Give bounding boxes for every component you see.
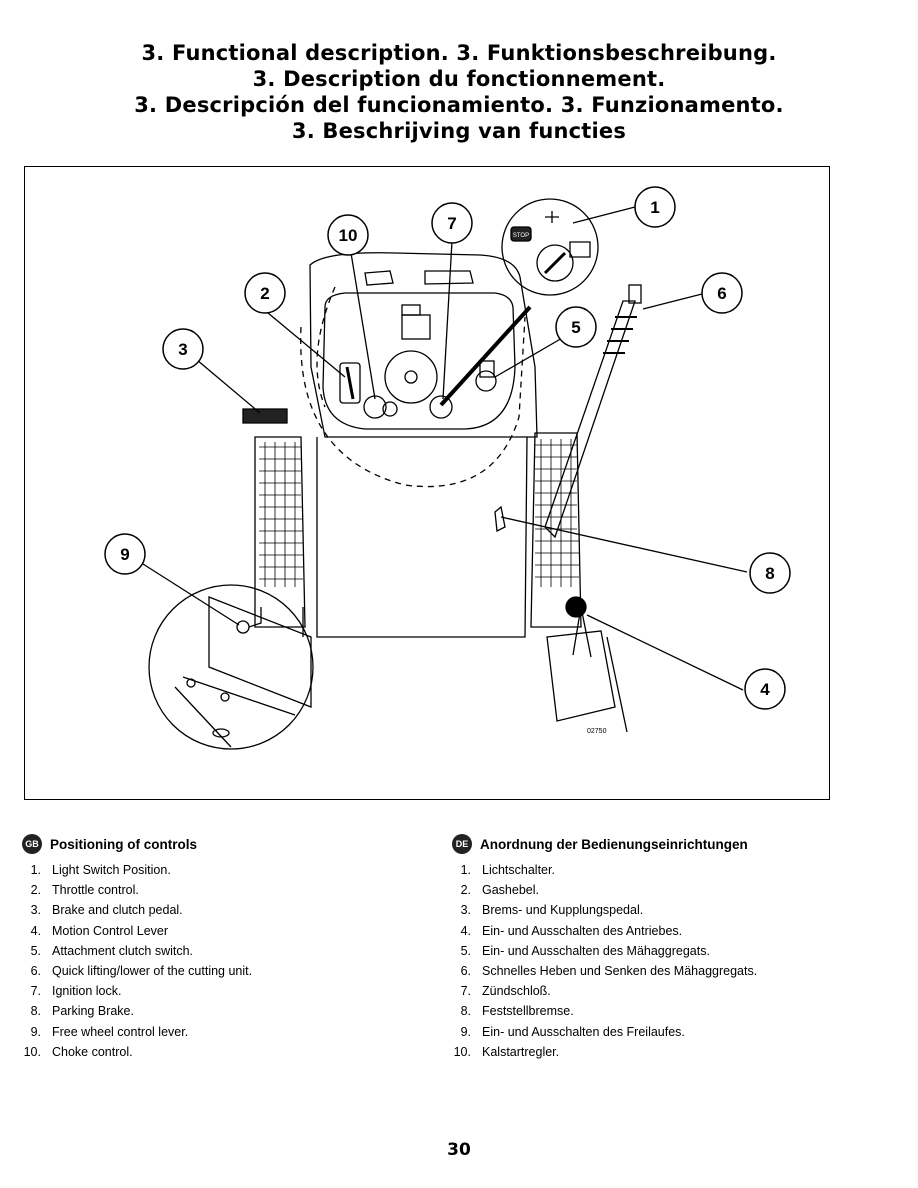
list-item: 2. Throttle control.: [22, 880, 422, 900]
list-item: 4. Ein- und Ausschalten des Antriebes.: [452, 921, 852, 941]
freewheel-knob: [236, 620, 250, 634]
item-number: 1.: [460, 863, 471, 877]
item-text: Ignition lock.: [52, 984, 122, 999]
list-item: 8. Feststellbremse.: [452, 1001, 852, 1021]
item-number: 1.: [30, 863, 41, 877]
item-text: Light Switch Position.: [52, 863, 171, 877]
section-heading: Positioning of controls: [50, 836, 197, 852]
seat: [316, 436, 528, 638]
list-item: 10. Choke control.: [22, 1042, 422, 1062]
item-number: 2.: [30, 883, 41, 898]
list-item: 3. Brake and clutch pedal.: [22, 900, 422, 920]
controls-illustration: STOP 1 2 3 4 5: [24, 166, 830, 800]
list-item: 1. Light Switch Position.: [22, 860, 422, 880]
item-number: 8.: [30, 1004, 41, 1019]
list-item: 7. Zündschloß.: [452, 981, 852, 1001]
dashed-highlight: [300, 316, 526, 488]
item-text: Parking Brake.: [52, 1004, 134, 1019]
figure-code: 02750: [587, 728, 607, 735]
item-number: 3.: [30, 903, 41, 918]
title-line-4: 3. Beschrijving van functies: [291, 119, 627, 143]
item-number: 9.: [460, 1024, 471, 1039]
gb-flag-icon: GB: [22, 834, 42, 854]
controls-list-gb: 1. Light Switch Position. 2. Throttle contr…: [22, 860, 422, 1062]
page-number: 30: [447, 1140, 471, 1160]
item-text: Ein- und Ausschalten des Antriebes.: [482, 923, 683, 938]
list-item: 8. Parking Brake.: [22, 1001, 422, 1021]
callout-circles: [104, 186, 791, 710]
freewheel-zoom: [148, 584, 314, 750]
item-text: Feststellbremse.: [482, 1004, 574, 1019]
motion-control-lever: [546, 630, 616, 722]
title-line-3: 3. Descripción del funcionamiento. 3. Fu…: [134, 93, 784, 117]
title-line-1: 3. Functional description. 3. Funktionsb…: [141, 41, 777, 65]
item-text: Ein- und Ausschalten des Mähaggregats.: [482, 943, 710, 958]
list-item: 10. Kalstartregler.: [452, 1042, 852, 1062]
ignition-zoom: [501, 198, 599, 296]
de-flag-icon: DE: [452, 834, 472, 854]
item-number: 8.: [460, 1004, 471, 1019]
lift-lever: [544, 300, 636, 539]
callout-3: 3: [178, 340, 187, 359]
list-item: 9. Ein- und Ausschalten des Freilaufes.: [452, 1022, 852, 1042]
list-item: 2. Gashebel.: [452, 880, 852, 900]
item-number: 5.: [460, 943, 471, 958]
list-item: 1. Lichtschalter.: [452, 860, 852, 880]
callout-8: 8: [765, 564, 774, 583]
dashboard-outline: [309, 252, 538, 438]
list-item: 9. Free wheel control lever.: [22, 1022, 422, 1042]
item-number: 2.: [460, 883, 471, 898]
callout-9: 9: [120, 545, 129, 564]
list-item: 7. Ignition lock.: [22, 981, 422, 1001]
left-fender: [254, 436, 306, 628]
item-number: 10.: [23, 1044, 41, 1059]
section-de: DE Anordnung der Bedienungseinrichtungen…: [452, 832, 852, 1062]
item-number: 6.: [460, 964, 471, 979]
title-line-2: 3. Description du fonctionnement.: [252, 67, 666, 91]
section-heading: Anordnung der Bedienungseinrichtungen: [480, 836, 748, 852]
right-fender: [530, 432, 582, 628]
tractor-dashboard-drawing: STOP 1 2 3 4 5: [104, 186, 791, 750]
section-gb: GB Positioning of controls 1. Light Switc…: [22, 832, 422, 1062]
callout-6: 6: [717, 284, 726, 303]
brake-pedal: [242, 408, 288, 424]
item-text: Zündschloß.: [482, 984, 551, 999]
item-number: 7.: [460, 984, 471, 999]
controls-list-de: 1. Lichtschalter. 2. Gashebel. 3. Brems- und …: [452, 860, 852, 1062]
list-item: 4. Motion Control Lever: [22, 921, 422, 941]
item-number: 7.: [30, 984, 41, 999]
list-item: 3. Brems- und Kupplungspedal.: [452, 900, 852, 920]
list-item: 5. Ein- und Ausschalten des Mähaggregats.: [452, 941, 852, 961]
item-text: Attachment clutch switch.: [52, 943, 194, 958]
list-item: 6. Quick lifting/lower of the cutting uni…: [22, 961, 422, 981]
item-text: Schnelles Heben und Senken des Mähaggreg…: [482, 964, 758, 979]
item-text: Motion Control Lever: [52, 923, 169, 938]
item-number: 5.: [30, 943, 41, 958]
callout-1: 1: [650, 198, 659, 217]
item-text: Choke control.: [52, 1044, 133, 1059]
item-text: Gashebel.: [482, 883, 539, 898]
callout-10: 10: [339, 226, 358, 245]
item-text: Lichtschalter.: [482, 863, 555, 877]
item-text: Kalstartregler.: [482, 1044, 560, 1059]
item-number: 6.: [30, 964, 41, 979]
item-text: Brems- und Kupplungspedal.: [482, 903, 644, 918]
item-number: 10.: [453, 1044, 471, 1059]
item-text: Throttle control.: [52, 883, 139, 898]
callout-7: 7: [447, 214, 456, 233]
callout-4: 4: [760, 680, 770, 699]
item-text: Quick lifting/lower of the cutting unit.: [52, 964, 253, 979]
item-text: Ein- und Ausschalten des Freilaufes.: [482, 1024, 685, 1039]
item-text: Brake and clutch pedal.: [52, 903, 183, 918]
callout-2: 2: [260, 284, 269, 303]
item-number: 9.: [30, 1024, 41, 1039]
stop-label: STOP: [513, 233, 529, 239]
callout-5: 5: [571, 318, 580, 337]
item-number: 3.: [460, 903, 471, 918]
item-text: Free wheel control lever.: [52, 1024, 189, 1039]
item-number: 4.: [30, 923, 41, 938]
list-item: 5. Attachment clutch switch.: [22, 941, 422, 961]
item-number: 4.: [460, 923, 471, 938]
list-item: 6. Schnelles Heben und Senken des Mähaggr…: [452, 961, 852, 981]
